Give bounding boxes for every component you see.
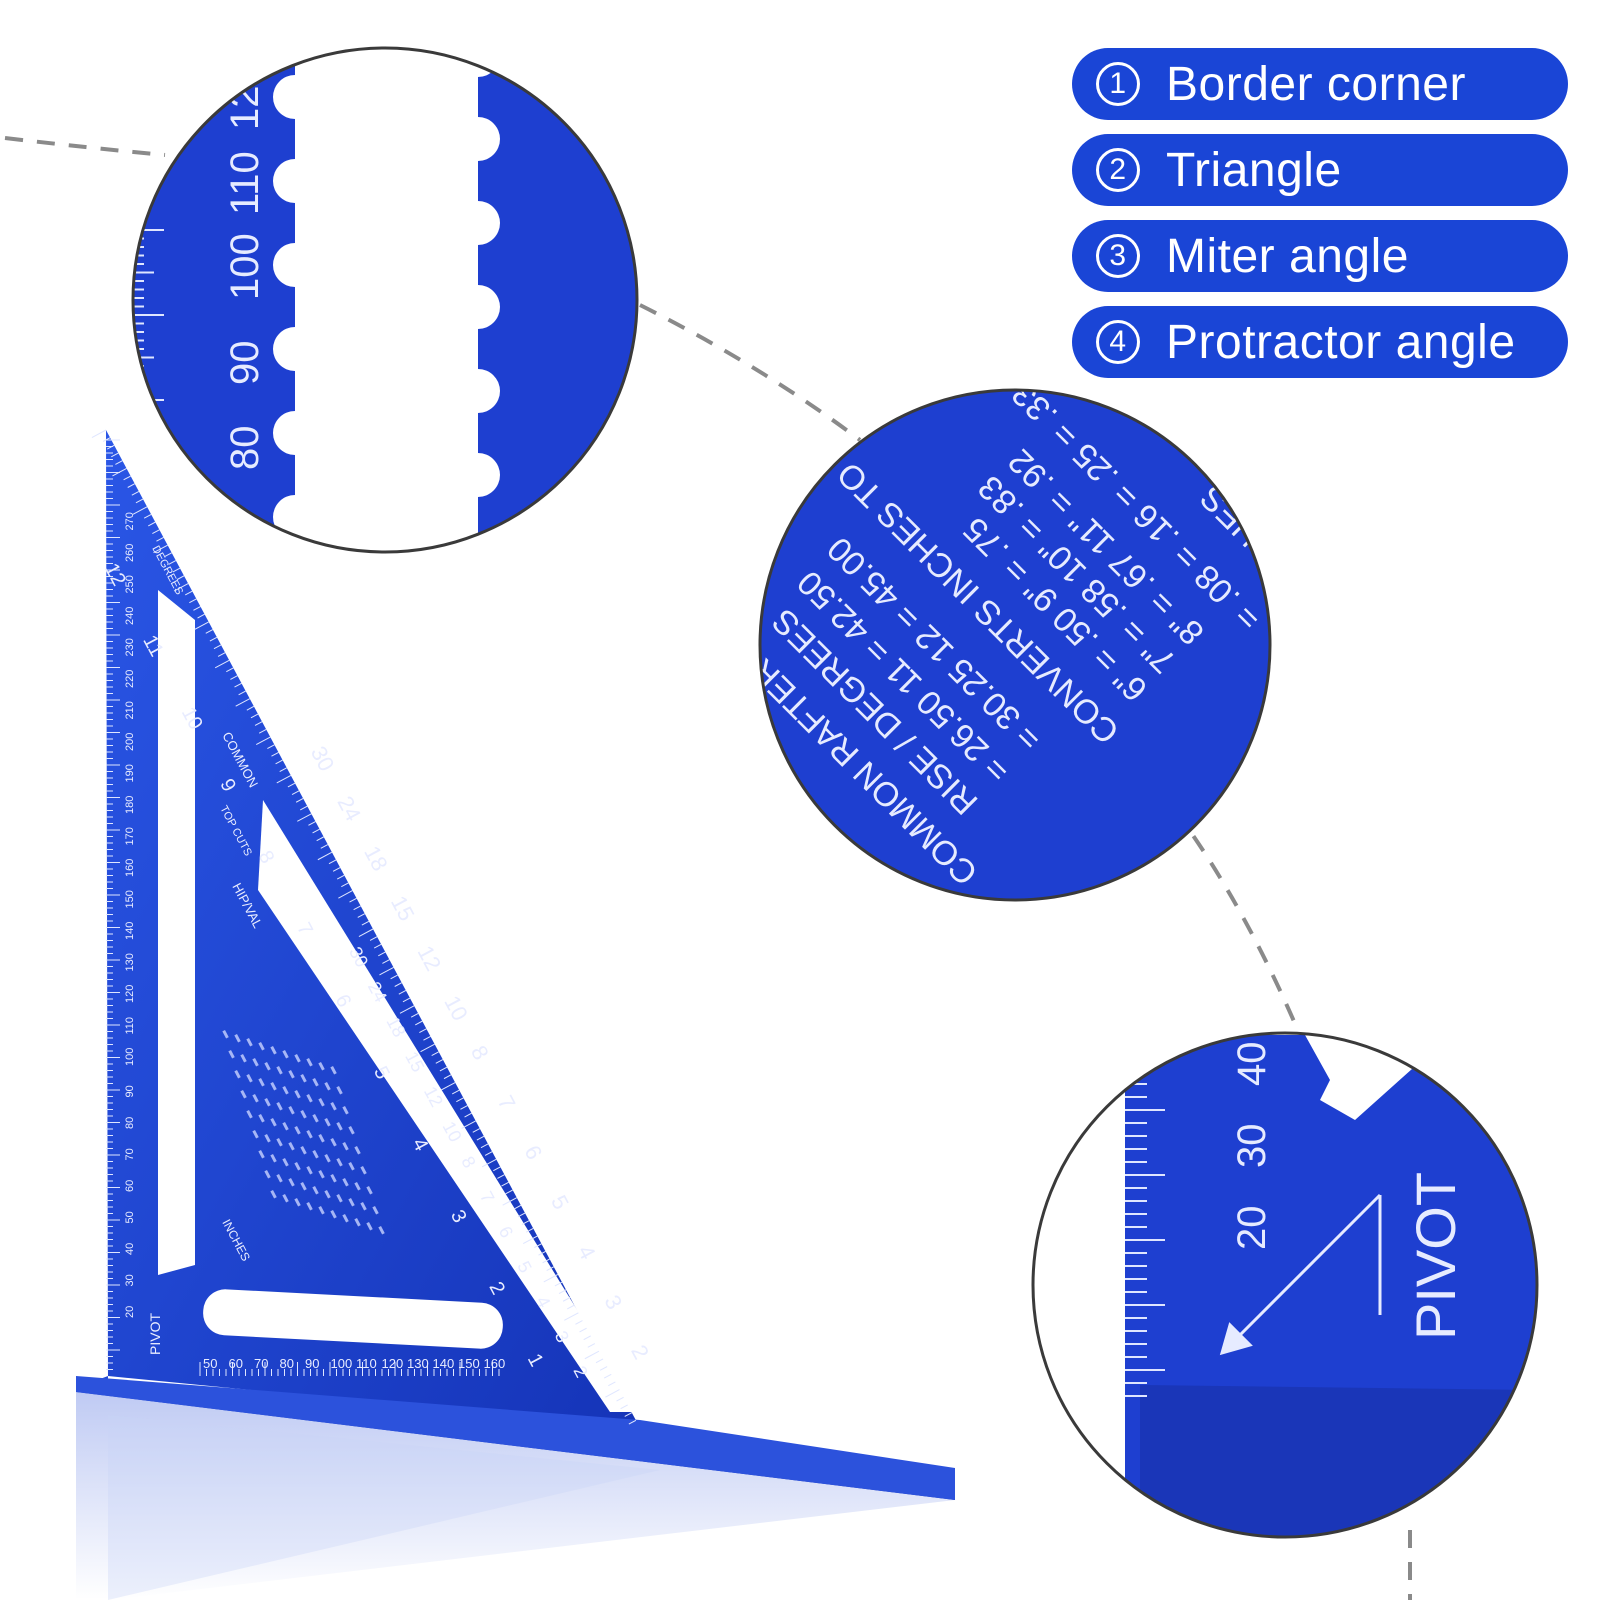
- side-scale-number: 240: [124, 607, 136, 625]
- connector-line-3: [1173, 808, 1304, 1041]
- zoom1-scale-number: 120: [223, 63, 267, 130]
- diagonal-slot: [258, 800, 640, 1412]
- side-scale-number: 270: [124, 512, 136, 530]
- side-scale-number: 210: [124, 701, 136, 719]
- bottom-scale-number: 80: [280, 1356, 294, 1371]
- pivot-label: PIVOT: [147, 1313, 163, 1355]
- common-scale-number: 24: [333, 792, 367, 825]
- side-scale-number: 140: [124, 922, 136, 940]
- bottom-scale-number: 130: [407, 1356, 429, 1371]
- side-scale-number: 40: [124, 1243, 136, 1255]
- common-scale-number: 7: [493, 1091, 521, 1114]
- common-scale-number: 3: [600, 1291, 628, 1314]
- connector-lines: [4, 136, 1412, 1600]
- connector-line-1: [4, 136, 166, 157]
- side-scale-number: 170: [124, 827, 136, 845]
- label-text: Triangle: [1166, 143, 1342, 197]
- zoom4-lip: [1140, 1385, 1537, 1537]
- label-marker: 1: [1096, 62, 1140, 106]
- common-scale-number: 6: [519, 1141, 547, 1164]
- zoom1-scale-number: 90: [223, 341, 267, 386]
- label-marker: 4: [1096, 320, 1140, 364]
- side-scale-number: 250: [124, 575, 136, 593]
- side-scale-number: 130: [124, 953, 136, 971]
- side-slot: [158, 590, 195, 1275]
- side-scale-number: 190: [124, 764, 136, 782]
- common-scale-number: 30: [306, 742, 340, 775]
- label-marker: 3: [1096, 234, 1140, 278]
- bottom-slot: [203, 1289, 503, 1349]
- zoom1-scale-number: 110: [223, 151, 267, 215]
- side-scale-number: 60: [124, 1180, 136, 1192]
- square-lip: [76, 1376, 955, 1500]
- label-border-corner: 1 Border corner: [1072, 48, 1568, 120]
- bottom-scale-number: 120: [382, 1356, 404, 1371]
- side-scale-number: 20: [124, 1306, 136, 1318]
- common-scale-number: 12: [413, 942, 447, 975]
- zoom1-scale-number: 80: [223, 426, 267, 471]
- common-scale-number: 2: [626, 1341, 654, 1364]
- common-scale-number: 8: [466, 1041, 494, 1064]
- side-scale-number: 120: [124, 985, 136, 1003]
- side-scale-number: 160: [124, 859, 136, 877]
- common-scale-number: 5: [546, 1191, 574, 1214]
- side-scale-number: 100: [124, 1048, 136, 1066]
- zoom4-arrow: [1219, 1193, 1382, 1356]
- side-scale-number: 30: [124, 1274, 136, 1286]
- bottom-scale-number: 70: [254, 1356, 268, 1371]
- side-scale-number: 50: [124, 1211, 136, 1223]
- side-scale-number: 230: [124, 638, 136, 656]
- label-marker: 2: [1096, 148, 1140, 192]
- side-scale-number: 180: [124, 796, 136, 814]
- label-text: Protractor angle: [1166, 315, 1516, 369]
- label-text: Miter angle: [1166, 229, 1409, 283]
- connector-line-2: [639, 303, 862, 442]
- label-protractor-angle: 4 Protractor angle: [1072, 306, 1568, 378]
- common-scale-number: 10: [439, 991, 473, 1024]
- side-scale-number: 70: [124, 1148, 136, 1160]
- zoom4-scale-number: 30: [1230, 1124, 1274, 1169]
- bottom-scale-number: 110: [356, 1356, 377, 1371]
- zoom4-scale-number: 40: [1230, 1042, 1274, 1087]
- common-scale-number: 4: [573, 1241, 601, 1264]
- zoom-circle-border-corner: 80 90 100 110 120: [131, 46, 639, 554]
- zoom-circle-protractor: 20 30 40 PIVOT: [1031, 1031, 1539, 1539]
- side-scale-number: 220: [124, 670, 136, 688]
- side-scale-number: 80: [124, 1117, 136, 1129]
- zoom4-pivot-plate: [1125, 1035, 1537, 1537]
- zoom1-ruler-edge: [133, 48, 295, 552]
- bottom-scale-number: 60: [229, 1356, 243, 1371]
- side-scale-number: 150: [124, 890, 136, 908]
- zoom4-scale-number: 20: [1230, 1206, 1274, 1251]
- square-reflection: [76, 1392, 955, 1600]
- zoom1-scale-number: 100: [223, 233, 267, 300]
- rafter-square: 2030405060708090100110120130140150160170…: [76, 429, 955, 1500]
- bottom-scale-number: 160: [484, 1356, 506, 1371]
- bottom-scale-number: 90: [305, 1356, 319, 1371]
- label-miter-angle: 3 Miter angle: [1072, 220, 1568, 292]
- side-scale-number: 90: [124, 1085, 136, 1097]
- zoom2-text-line: 12: [1250, 478, 1304, 532]
- common-scale-number: 18: [359, 842, 393, 875]
- label-text: Border corner: [1166, 57, 1466, 111]
- common-scale-number: 15: [386, 892, 420, 925]
- label-triangle: 2 Triangle: [1072, 134, 1568, 206]
- bottom-scale-number: 50: [203, 1356, 217, 1371]
- side-scale-number: 260: [124, 544, 136, 562]
- bottom-scale-number: 100: [331, 1356, 353, 1371]
- zoom4-pivot-label: PIVOT: [1404, 1172, 1467, 1340]
- side-scale-number: 110: [124, 1017, 136, 1035]
- side-scale-number: 200: [124, 733, 136, 751]
- bottom-scale-number: 140: [433, 1356, 455, 1371]
- bottom-scale-number: 150: [458, 1356, 480, 1371]
